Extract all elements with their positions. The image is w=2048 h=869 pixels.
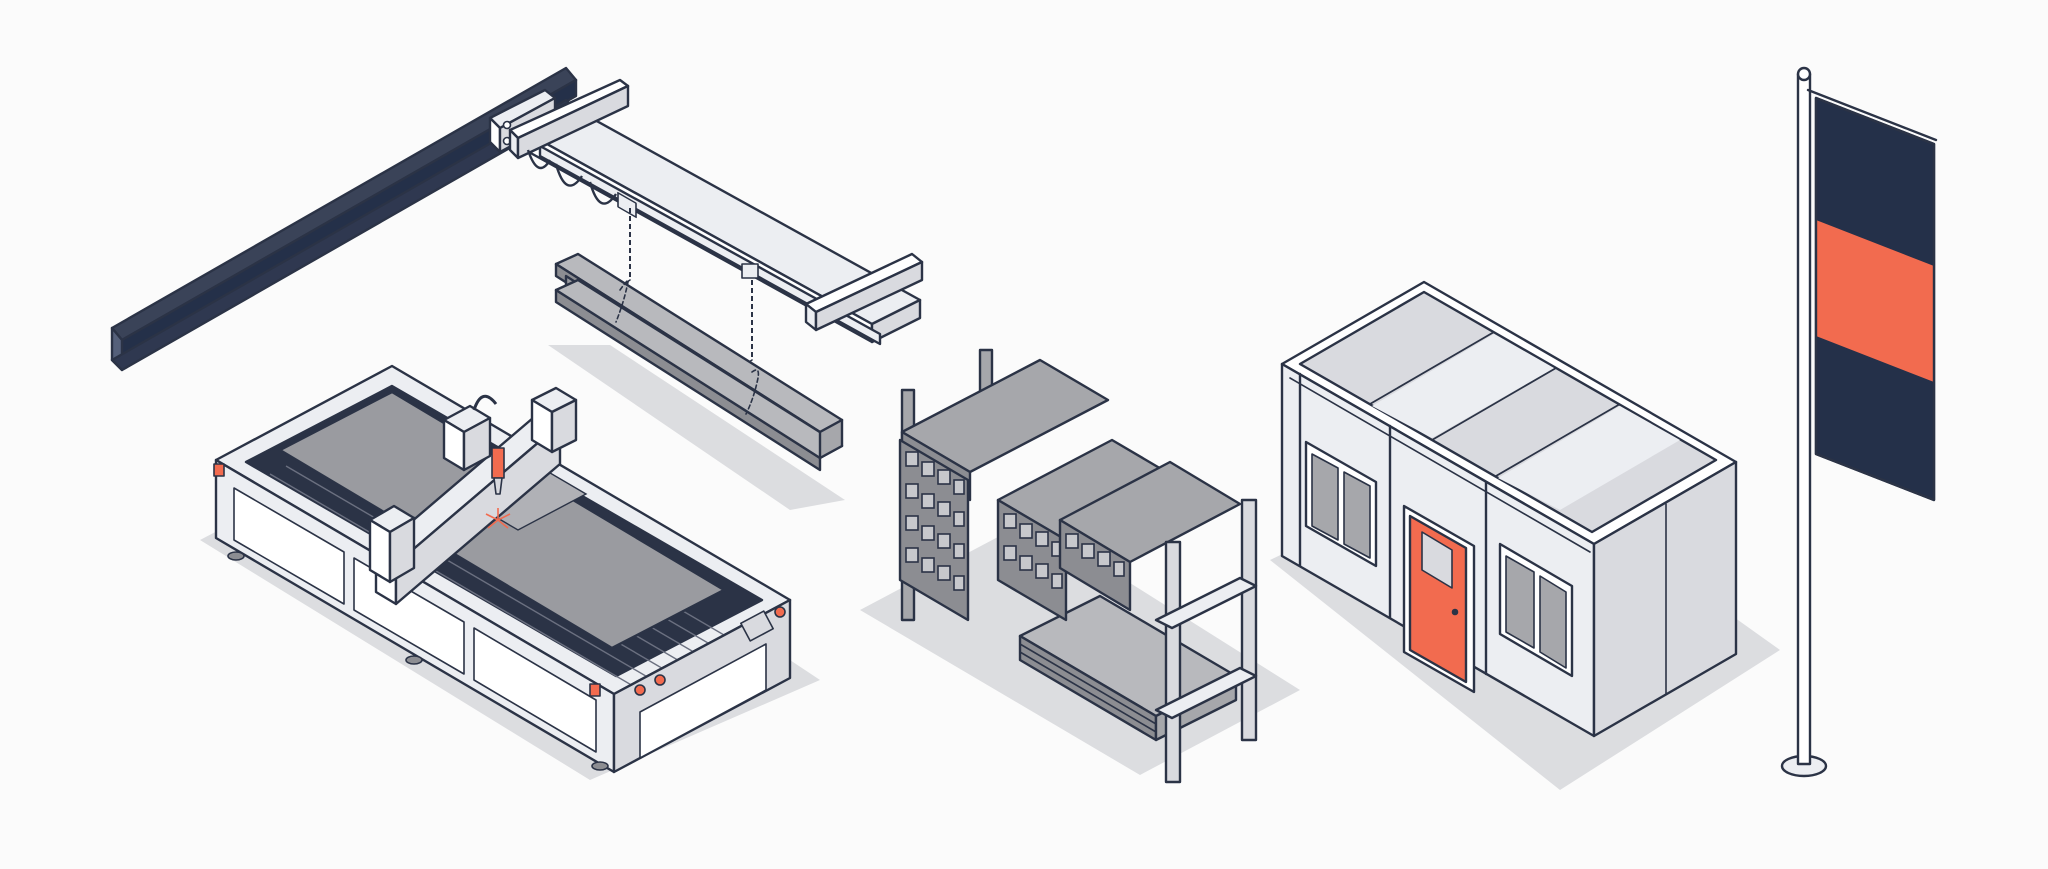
- girder-head: [508, 78, 630, 160]
- machine-feet: [227, 551, 609, 771]
- flag-on-pole: [1780, 66, 1938, 778]
- hoist-left: [617, 191, 637, 295]
- festoon-cables: [526, 149, 617, 205]
- banner-flag: [1814, 96, 1936, 502]
- window-right: [1498, 542, 1574, 678]
- roof-panels: [1369, 331, 1621, 477]
- girder-end-cap: [804, 252, 924, 332]
- door: [1402, 504, 1476, 694]
- steel-tube-storage-rack: [898, 348, 1258, 784]
- bridge-girder: [516, 102, 922, 346]
- square-tubes-grid-left: [898, 438, 970, 622]
- overhead-crane: [110, 66, 924, 375]
- window-left: [1304, 440, 1378, 568]
- site-office-container: [1280, 280, 1738, 738]
- laser-gantry: [368, 386, 578, 606]
- laser-head: [442, 394, 511, 529]
- runway-beam: [110, 66, 578, 372]
- square-tubes-middle: [996, 438, 1182, 622]
- laser-spark: [485, 508, 511, 529]
- suspended-i-beam: [554, 252, 844, 472]
- square-tubes-right: [1058, 460, 1242, 612]
- cnc-laser-cutting-table: [213, 364, 792, 774]
